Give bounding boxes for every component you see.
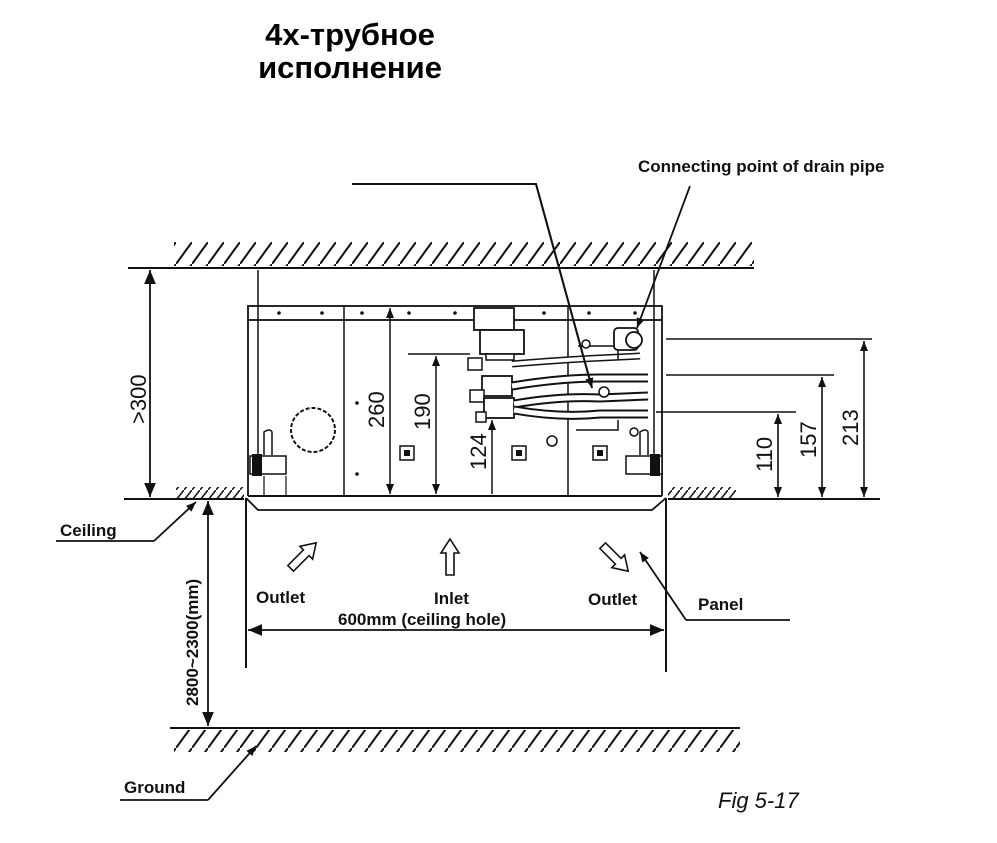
dim-above-300: >300 (126, 374, 151, 424)
outlet-right-label: Outlet (588, 590, 637, 609)
outlet-left-label: Outlet (256, 588, 305, 607)
drain-point-label: Connecting point of drain pipe (638, 157, 884, 176)
ceiling-line (124, 487, 880, 500)
airflow-arrows (286, 537, 630, 576)
ground-label: Ground (124, 778, 185, 797)
dim-213: 213 (838, 409, 863, 446)
title-line-2: исполнение (258, 50, 442, 85)
diagram-title: 4х-трубное исполнение (200, 18, 500, 84)
dim-157: 157 (796, 421, 821, 458)
ceiling-hole-label: 600mm (ceiling hole) (338, 610, 506, 629)
upper-slab (128, 242, 754, 269)
panel-label: Panel (698, 595, 743, 614)
valves-and-pipes (467, 307, 649, 437)
inlet-label: Inlet (434, 589, 469, 608)
panel (245, 497, 667, 672)
dimension-lines (144, 270, 872, 726)
height-range-label: 2800~2300(mm) (183, 579, 202, 706)
dim-110: 110 (752, 437, 777, 472)
dim-124: 124 (466, 433, 491, 470)
unit-body (247, 270, 663, 497)
dim-260: 260 (364, 391, 389, 428)
dim-190: 190 (410, 393, 435, 430)
title-line-1: 4х-трубное (265, 17, 435, 52)
figure-number: Fig 5-17 (718, 788, 799, 813)
ceiling-label: Ceiling (60, 521, 117, 540)
leader-lines (56, 183, 790, 801)
outlet-left-arrow-icon (286, 541, 318, 573)
outlet-right-arrow-icon (598, 541, 630, 573)
ground-slab (170, 727, 740, 752)
inlet-arrow-icon (439, 537, 461, 576)
